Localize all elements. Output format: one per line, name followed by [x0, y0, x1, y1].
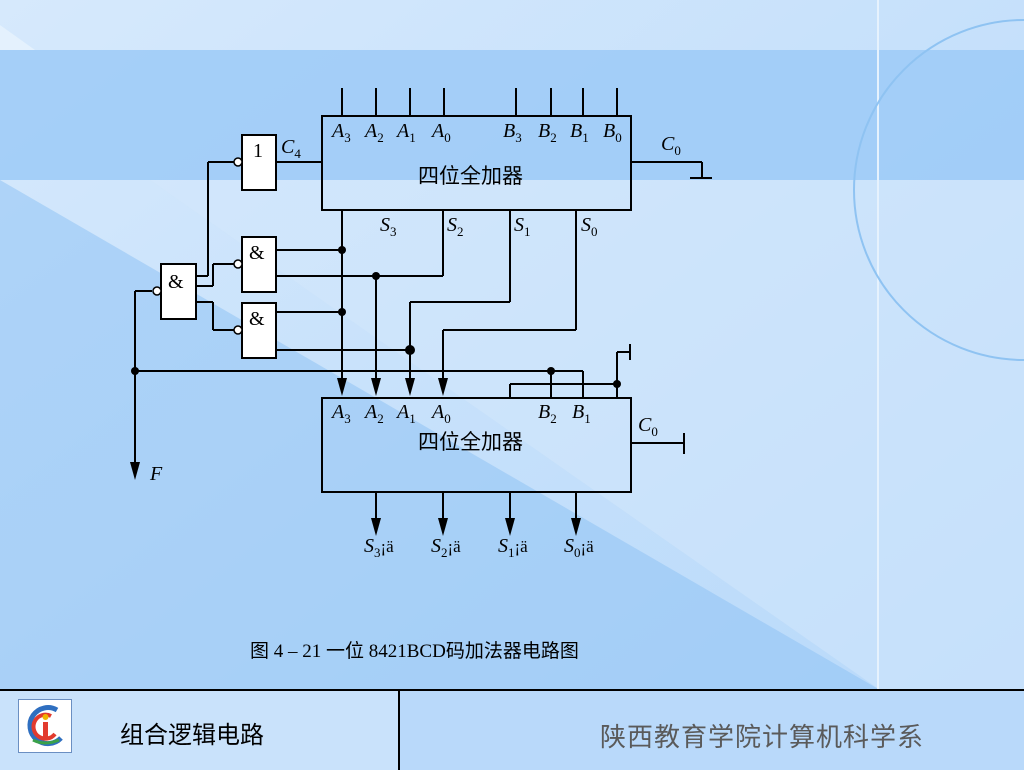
bottom-adder-title: 四位全加器: [418, 430, 523, 454]
top-adder-title: 四位全加器: [418, 164, 523, 188]
top-output-s1: S1: [514, 214, 531, 239]
arrowheads: [130, 378, 581, 536]
wires: [134, 88, 712, 526]
footer-right-panel: [400, 691, 1024, 770]
top-input-b1: B1: [570, 120, 589, 145]
not-gate: [241, 134, 277, 191]
top-input-b3: B3: [503, 120, 522, 145]
bottom-input-a1: A1: [395, 401, 416, 426]
bottom-input-b1: B1: [572, 401, 591, 426]
top-input-a1: A1: [395, 120, 416, 145]
bottom-output-s3: S3¡ä: [364, 535, 394, 560]
and-gate-2-symbol: &: [249, 308, 265, 330]
output-and-gate: [160, 263, 197, 320]
footer-bar: 组合逻辑电路 陕西教育学院计算机科学系: [0, 689, 1024, 770]
carry-out-c4: C4: [281, 136, 301, 161]
top-input-a2: A2: [363, 120, 384, 145]
top-carry-in: C0: [661, 133, 681, 158]
bottom-output-s2: S2¡ä: [431, 535, 461, 560]
department-name: 陕西教育学院计算机科学系: [599, 723, 924, 753]
not-gate-symbol: 1: [253, 140, 263, 162]
top-output-s0: S0: [581, 214, 598, 239]
top-output-s2: S2: [447, 214, 464, 239]
bottom-input-a0: A0: [430, 401, 451, 426]
and-gate-2: [241, 302, 277, 359]
top-output-s3: S3: [380, 214, 397, 239]
bottom-adder-block: [321, 397, 632, 493]
top-input-a3: A3: [330, 120, 351, 145]
top-input-a0: A0: [430, 120, 451, 145]
top-input-b2: B2: [538, 120, 557, 145]
bottom-input-a3: A3: [330, 401, 351, 426]
top-adder-block: [321, 115, 632, 211]
bottom-input-b2: B2: [538, 401, 557, 426]
output-f-label: F: [149, 463, 163, 485]
bottom-carry-in: C0: [638, 414, 658, 439]
bcd-adder-circuit: 四位全加器 四位全加器 1 & & & A3 A2 A1 A0 B3 B2 B1…: [130, 88, 712, 560]
course-title: 组合逻辑电路: [120, 721, 264, 749]
output-and-gate-symbol: &: [168, 271, 184, 293]
and-gate-1-symbol: &: [249, 242, 265, 264]
footer-divider: [398, 691, 400, 770]
figure-caption: 图 4 – 21 一位 8421BCD码加法器电路图: [250, 641, 579, 662]
bottom-output-s0: S0¡ä: [564, 535, 594, 560]
school-logo: [18, 699, 72, 753]
bottom-input-a2: A2: [363, 401, 384, 426]
bottom-output-s1: S1¡ä: [498, 535, 528, 560]
junction-dots: [131, 246, 621, 388]
logo-icon: [27, 705, 63, 747]
top-input-b0: B0: [603, 120, 622, 145]
